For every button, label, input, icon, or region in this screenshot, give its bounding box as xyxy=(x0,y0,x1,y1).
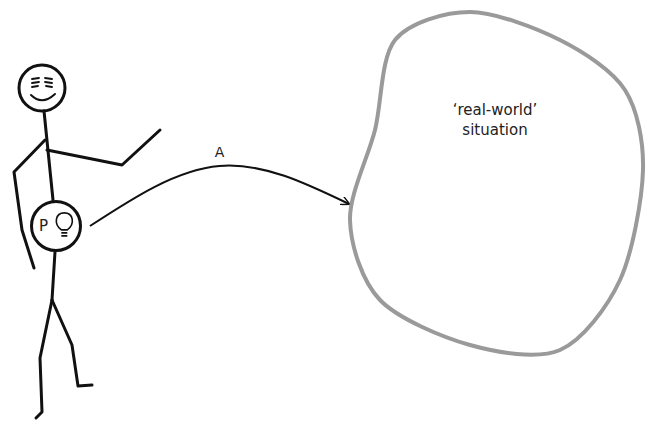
lightbulb-base xyxy=(61,233,67,236)
situation-label: ‘real-world’ situation xyxy=(430,100,560,141)
figure-hips xyxy=(52,252,55,300)
arrow-label: A xyxy=(213,145,227,160)
figure-right-leg xyxy=(52,300,92,386)
stick-figure-lines xyxy=(14,65,160,418)
figure-right-arm xyxy=(47,130,160,165)
situation-blob-outline xyxy=(350,12,643,355)
figure-left-leg xyxy=(36,300,52,418)
lightbulb-glass xyxy=(56,213,72,230)
figure-neck xyxy=(44,111,53,200)
figure-smile xyxy=(31,94,55,100)
figure-eyes xyxy=(32,78,52,87)
situation-blob-outline xyxy=(345,8,645,358)
lightbulb-icon xyxy=(56,213,72,236)
figure-head xyxy=(19,65,65,111)
arrow-connector xyxy=(90,166,349,226)
idea-letter: P xyxy=(39,216,48,236)
idea-circle: P xyxy=(30,200,82,252)
idea-circle-outline xyxy=(30,200,82,252)
figure-left-arm xyxy=(14,140,45,268)
situation-blob: ‘real-world’ situation xyxy=(345,8,645,358)
idea-circle-outline xyxy=(32,202,81,251)
